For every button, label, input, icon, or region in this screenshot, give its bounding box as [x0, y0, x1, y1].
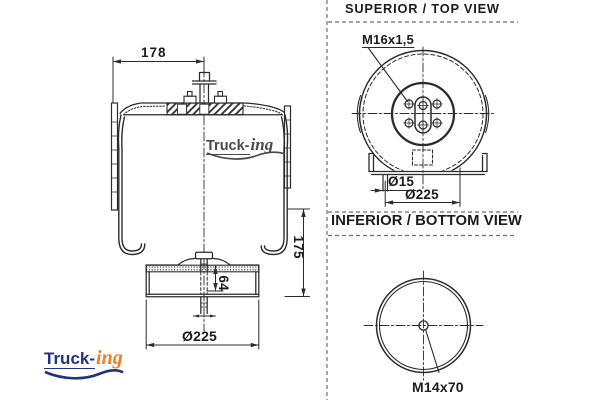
bottom-view-header: INFERIOR / BOTTOM VIEW	[331, 213, 522, 229]
thread-label-m14: M14x70	[412, 379, 464, 395]
dimension-arrows	[113, 59, 306, 348]
dimension-178: 178	[141, 45, 167, 60]
thread-label-m16: M16x1,5	[362, 32, 414, 47]
bottom-view-drawing	[363, 270, 484, 381]
watermark-text-script: ing	[250, 135, 274, 154]
stud-diameter-label: Ø15	[388, 174, 415, 189]
logo-text-script: ing	[96, 347, 123, 369]
watermark-swoosh	[206, 151, 286, 160]
plate-diameter-label: Ø225	[405, 187, 439, 202]
watermark-text-bold: Truck-	[206, 138, 250, 155]
dimension-175: 175	[291, 235, 307, 259]
dimension-diameter-225-side: Ø225	[182, 328, 218, 344]
top-view-header: SUPERIOR / TOP VIEW	[345, 1, 500, 16]
logo-text-bold: Truck-	[44, 349, 96, 369]
truck-ing-watermark: Truck-ing	[206, 135, 273, 155]
top-view-drawing	[351, 46, 495, 207]
logo-swoosh	[44, 369, 124, 380]
truck-ing-logo: Truck-ing	[44, 347, 123, 370]
dimension-64: 64	[216, 275, 232, 291]
panel-dividers	[326, 0, 518, 400]
side-view-drawing	[110, 56, 310, 350]
